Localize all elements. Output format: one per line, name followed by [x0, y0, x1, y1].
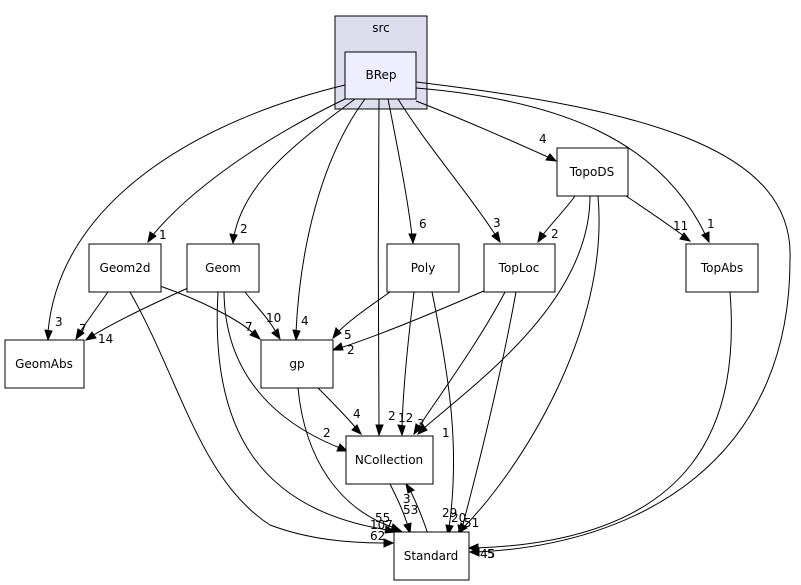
label-poly-ncollection: 12	[398, 411, 413, 425]
edge-toploc-standard	[457, 291, 517, 537]
edge-topods-toploc	[537, 195, 576, 244]
label-brep-geom: 2	[240, 222, 248, 236]
node-poly-label: Poly	[411, 261, 436, 275]
edge-geom2d-gp	[159, 285, 262, 340]
edge-brep-geomabs	[44, 84, 346, 342]
edge-topabs-standard	[467, 291, 732, 553]
edge-gp-ncollection	[317, 387, 362, 435]
label-topods-ncollection: 3	[417, 417, 425, 431]
edge-ncollection-standard	[389, 483, 412, 535]
node-topods[interactable]: TopoDS	[556, 147, 629, 197]
edge-brep-geom	[229, 98, 356, 245]
edge-geom2d-standard	[129, 291, 395, 548]
edge-toploc-gp	[331, 289, 487, 351]
label-gp-ncollection: 4	[353, 407, 361, 421]
label-brep-poly: 6	[419, 217, 427, 231]
label-topabs-standard: 5	[487, 547, 495, 561]
node-geom2d[interactable]: Geom2d	[88, 243, 162, 293]
edge-gp-standard	[297, 387, 403, 532]
label-topods-standard: 51	[464, 516, 479, 530]
label-geom-ncollection: 2	[323, 426, 331, 440]
edge-standard-ncollection	[405, 482, 429, 535]
edge-geom-gp	[244, 291, 281, 341]
label-brep-geom2d: 1	[159, 228, 167, 242]
node-geomabs[interactable]: GeomAbs	[4, 339, 85, 389]
label-brep-standard: 45	[480, 547, 495, 561]
label-brep-topods: 4	[539, 132, 547, 146]
edge-geom-standard	[216, 291, 397, 534]
node-brep-label: BRep	[365, 68, 396, 82]
label-toploc-gp: 2	[347, 343, 355, 357]
label-poly-standard: 29	[442, 506, 457, 520]
edge-poly-standard	[431, 291, 455, 537]
label-poly-gp: 5	[344, 328, 352, 342]
label-geom2d-geomabs: 7	[79, 322, 87, 336]
node-standard[interactable]: Standard	[393, 531, 470, 581]
label-toploc-ncollection: 1	[442, 426, 450, 440]
edge-geom-ncollection	[223, 291, 349, 452]
label-geom-geomabs: 14	[98, 332, 113, 346]
label-topods-topabs: 11	[673, 219, 688, 233]
node-toploc[interactable]: TopLoc	[483, 243, 556, 293]
edge-labels: 4 1 2 6 3 1 3 4 2 45 2 11 3 51 7 7 62 14…	[55, 132, 715, 561]
label-gp-standard: 55	[375, 511, 390, 525]
edge-brep-topabs	[415, 87, 710, 244]
edge-topods-topabs	[625, 195, 692, 242]
edges	[44, 81, 791, 557]
label-brep-topabs: 1	[707, 217, 715, 231]
edge-brep-toploc	[397, 98, 501, 244]
node-poly[interactable]: Poly	[386, 243, 460, 293]
node-topabs-label: TopAbs	[700, 261, 743, 275]
node-geom[interactable]: Geom	[186, 243, 260, 293]
node-ncollection-label: NCollection	[355, 453, 423, 467]
label-toploc-standard: 20	[451, 511, 466, 525]
edge-geom2d-geomabs	[75, 291, 109, 341]
edge-brep-gp	[292, 98, 366, 342]
edge-topods-ncollection	[417, 195, 591, 435]
label-brep-gp: 4	[301, 314, 309, 328]
node-topabs[interactable]: TopAbs	[685, 243, 759, 293]
edge-poly-gp	[332, 291, 391, 340]
label-ncollection-standard: 53	[403, 503, 418, 517]
label-standard-ncollection: 3	[403, 492, 411, 506]
edge-toploc-ncollection	[413, 291, 506, 436]
label-brep-toploc: 3	[493, 216, 501, 230]
node-geomabs-label: GeomAbs	[15, 357, 73, 371]
node-ncollection[interactable]: NCollection	[345, 435, 434, 485]
edge-brep-geom2d	[147, 97, 348, 244]
nodes: BRep TopoDS Geom2d Geom Poly TopLoc TopA…	[4, 51, 759, 581]
edge-brep-poly	[387, 98, 417, 245]
node-gp[interactable]: gp	[260, 339, 334, 389]
edge-poly-ncollection	[397, 291, 415, 437]
node-geom-label: Geom	[205, 261, 241, 275]
node-toploc-label: TopLoc	[498, 261, 540, 275]
label-topods-toploc: 2	[551, 227, 559, 241]
cluster-src-label: src	[372, 21, 390, 35]
label-geom2d-standard: 62	[370, 529, 385, 543]
node-brep[interactable]: BRep	[344, 51, 417, 100]
edge-brep-ncollection	[375, 98, 384, 437]
edge-geom-geomabs	[84, 287, 189, 341]
label-geom-gp: 10	[266, 311, 281, 325]
node-geom2d-label: Geom2d	[100, 261, 151, 275]
label-brep-geomabs: 3	[55, 315, 63, 329]
node-gp-label: gp	[289, 357, 304, 371]
edge-brep-topods	[415, 100, 558, 162]
node-standard-label: Standard	[404, 549, 459, 563]
label-geom2d-gp: 7	[245, 320, 253, 334]
label-brep-ncollection: 2	[388, 409, 396, 423]
label-geom-standard: 107	[370, 518, 393, 532]
node-topods-label: TopoDS	[569, 165, 614, 179]
